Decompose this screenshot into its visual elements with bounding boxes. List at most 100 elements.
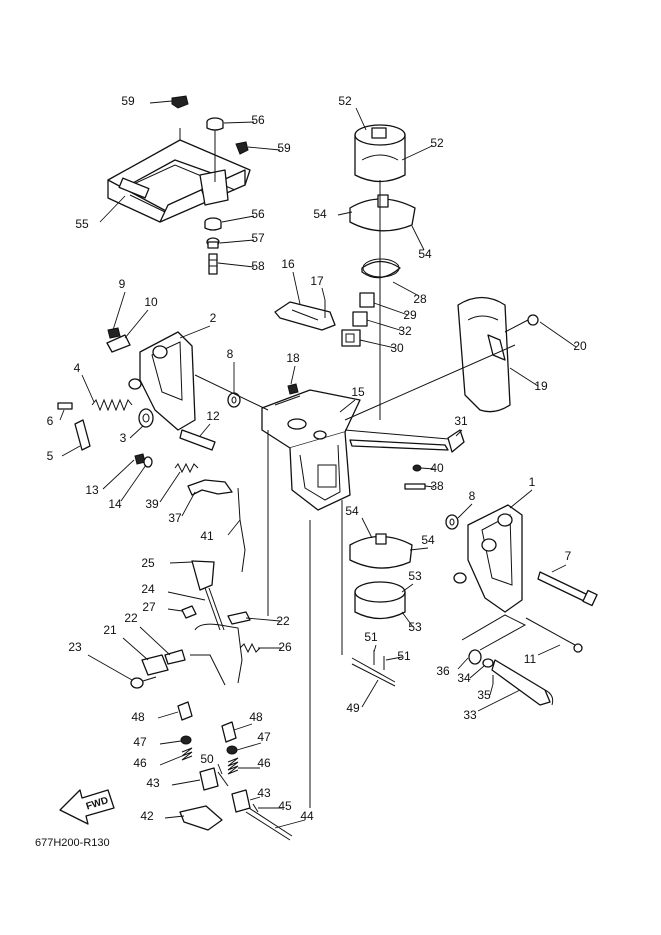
plate-30 xyxy=(341,329,361,347)
callout-number: 38 xyxy=(430,479,444,493)
callout-leader xyxy=(477,689,521,712)
bolt-20 xyxy=(504,314,539,333)
callout-number: 32 xyxy=(398,324,412,338)
callout-number: 6 xyxy=(47,414,54,428)
ball-47-right xyxy=(226,745,238,755)
callout-leader xyxy=(124,309,149,339)
bolt-6 xyxy=(57,402,73,410)
callout-number: 46 xyxy=(257,756,271,770)
callout-leader xyxy=(159,471,181,503)
ball-47-left xyxy=(180,735,192,745)
callout-number: 44 xyxy=(300,809,314,823)
bushing-56-bottom xyxy=(204,217,222,231)
rod-linkage xyxy=(190,623,243,686)
bracket-43-left xyxy=(199,767,219,791)
bushing-53 xyxy=(354,581,406,620)
clamp-19 xyxy=(457,296,511,413)
callout-number: 33 xyxy=(463,708,477,722)
spring-4 xyxy=(91,398,133,412)
rod-41 xyxy=(237,487,246,573)
callout-leader xyxy=(321,287,326,301)
callout-number: 28 xyxy=(413,292,427,306)
pin-45 xyxy=(252,803,259,813)
callout-number: 51 xyxy=(397,649,411,663)
callout-number: 13 xyxy=(85,483,99,497)
callout-leader xyxy=(227,519,241,536)
callout-number: 35 xyxy=(477,688,491,702)
callout-leader xyxy=(245,617,281,622)
callout-leader xyxy=(392,281,420,297)
washer-8-left xyxy=(227,392,241,408)
callout-number: 59 xyxy=(121,94,135,108)
callout-leader xyxy=(167,608,183,612)
callout-number: 7 xyxy=(565,549,572,563)
plate-5 xyxy=(74,419,91,451)
callout-leader xyxy=(290,365,296,385)
callout-leader xyxy=(159,740,182,745)
bracket-22-left xyxy=(164,649,186,665)
callout-number: 30 xyxy=(390,341,404,355)
callout-number: 14 xyxy=(108,497,122,511)
callout-number: 10 xyxy=(144,295,158,309)
grip-25 xyxy=(191,560,215,591)
callout-number: 55 xyxy=(75,217,89,231)
callout-number: 2 xyxy=(210,311,217,325)
callout-number: 21 xyxy=(103,623,117,637)
callout-leader xyxy=(199,423,211,437)
callout-leader xyxy=(249,796,261,801)
callout-leader xyxy=(401,583,414,593)
callout-leader xyxy=(87,654,133,681)
ring-54-top xyxy=(349,194,416,232)
spring-39 xyxy=(174,462,199,474)
callout-number: 3 xyxy=(120,431,127,445)
callout-number: 53 xyxy=(408,620,422,634)
callout-number: 25 xyxy=(141,556,155,570)
callout-leader xyxy=(337,211,353,216)
callout-number: 22 xyxy=(276,614,290,628)
ring-54-lower xyxy=(349,533,413,569)
callout-leader xyxy=(233,723,253,731)
callout-leader xyxy=(221,215,255,223)
callout-number: 48 xyxy=(131,710,145,724)
callout-number: 4 xyxy=(74,361,81,375)
shaft-49 xyxy=(351,650,396,687)
callout-leader xyxy=(129,425,144,439)
callout-number: 37 xyxy=(168,511,182,525)
callout-leader xyxy=(159,755,183,766)
bolt-38 xyxy=(404,483,426,490)
callout-leader xyxy=(385,656,403,661)
callout-leader xyxy=(366,319,404,332)
washer-14 xyxy=(143,456,153,468)
callout-number: 52 xyxy=(430,136,444,150)
callout-number: 11 xyxy=(524,652,537,666)
callout-leader xyxy=(509,367,539,387)
callout-leader xyxy=(181,491,196,517)
callout-leader xyxy=(120,464,147,502)
callout-number: 50 xyxy=(200,752,214,766)
callout-leader xyxy=(81,374,95,403)
shaft-44 xyxy=(245,807,293,841)
bracket-22-right xyxy=(227,611,251,625)
callout-leader xyxy=(149,100,173,104)
callout-leader xyxy=(373,644,377,653)
bolt-10 xyxy=(106,334,131,353)
callout-leader xyxy=(217,763,223,775)
callout-leader xyxy=(361,679,379,708)
callout-number: 54 xyxy=(421,533,435,547)
callout-number: 47 xyxy=(257,730,271,744)
tiller-bracket-55 xyxy=(107,128,251,223)
callout-number: 17 xyxy=(310,274,324,288)
callout-number: 16 xyxy=(281,257,295,271)
callout-number: 56 xyxy=(251,113,265,127)
callout-leader xyxy=(219,239,255,244)
callout-leader xyxy=(489,683,494,696)
callout-number: 45 xyxy=(278,799,292,813)
callout-number: 8 xyxy=(227,347,234,361)
callout-number: 5 xyxy=(47,449,54,463)
callout-leader xyxy=(411,225,425,251)
callout-leader xyxy=(167,591,206,601)
callout-leader xyxy=(420,467,435,470)
spring-46-left xyxy=(181,747,193,761)
callout-number: 47 xyxy=(133,735,147,749)
